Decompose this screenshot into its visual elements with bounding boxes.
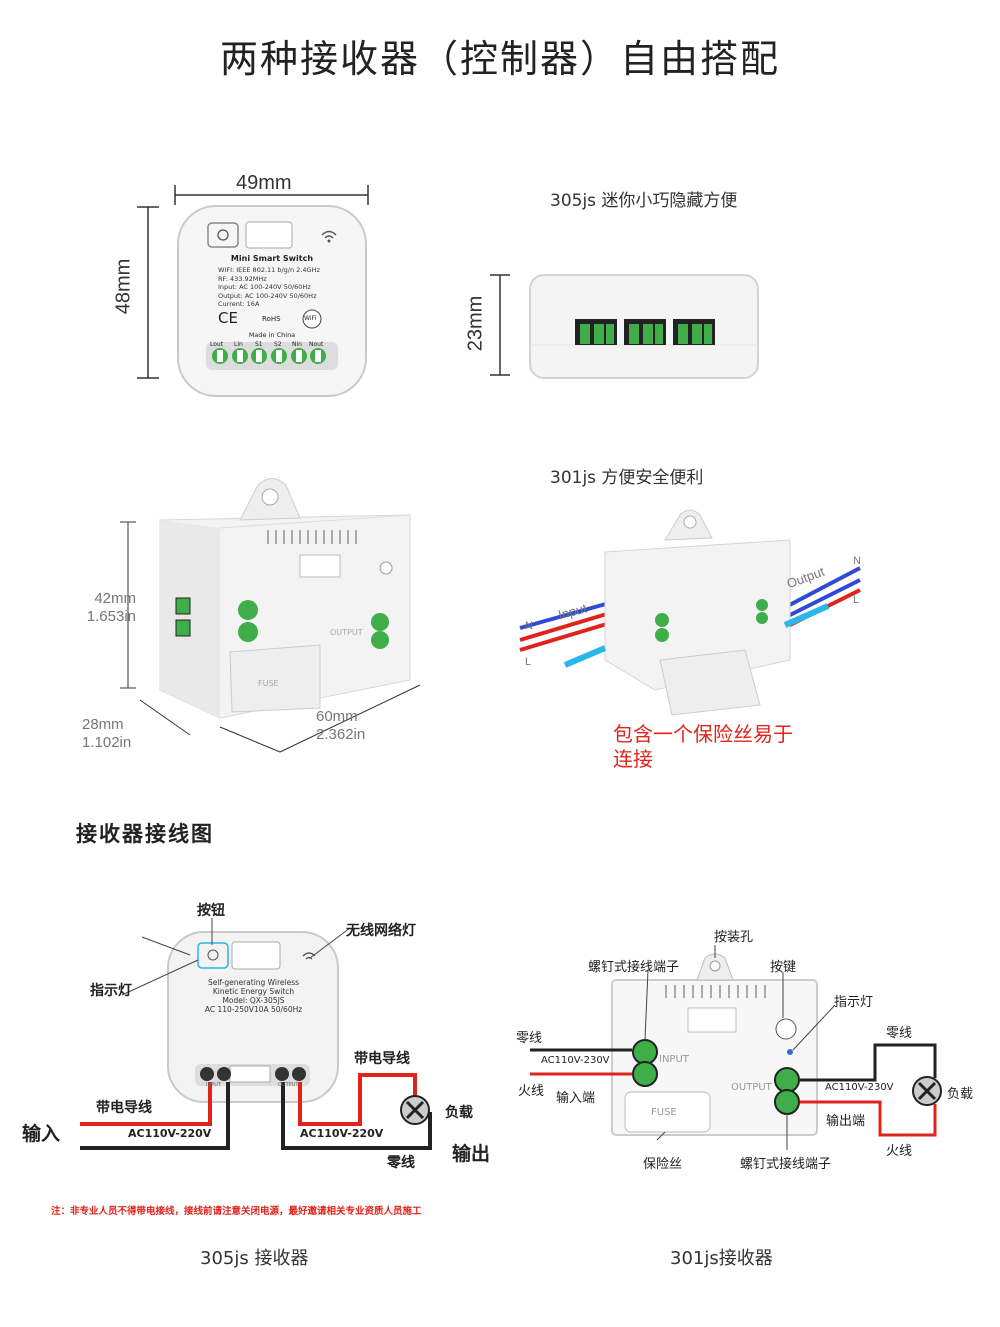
label-output-end: 输出端	[826, 1114, 866, 1129]
output-text-3d: OUTPUT	[330, 628, 363, 637]
device-305-front	[177, 205, 367, 397]
dim-305-height: 48mm	[112, 258, 135, 315]
label-live-right-301: 火线	[886, 1144, 913, 1159]
label-indicator-301: 指示灯	[834, 995, 874, 1010]
label-ac-right: AC110V-220V	[300, 1127, 384, 1140]
label-output: 输出	[452, 1143, 491, 1165]
label-wifi-light: 无线网络灯	[346, 923, 416, 939]
fuse-text-3d: FUSE	[258, 679, 279, 688]
n-label-right: N	[853, 555, 861, 567]
dim-305-depth: 23mm	[464, 295, 487, 352]
label-neutral-left-301: 零线	[516, 1031, 543, 1046]
wiring-305-diagram	[80, 918, 432, 1150]
label-screw-top: 螺钉式接线端子	[588, 960, 680, 975]
label-305-wiring-specs: Self-generating Wireless Kinetic Energy …	[204, 978, 303, 1014]
caption-301: 301js 方便安全便利	[550, 468, 704, 488]
made-in: Made in China	[248, 331, 296, 339]
label-live-left-301: 火线	[518, 1084, 545, 1099]
label-neutral-305: 零线	[387, 1155, 415, 1171]
warning-note: 注：非专业人员不得带电接线，接线前请注意关闭电源，最好邀请相关专业资质人员施工	[51, 1206, 422, 1217]
wiring-301-diagram	[530, 945, 942, 1150]
label-305-name: Mini Smart Switch	[230, 254, 314, 263]
fuse-port-301: FUSE	[651, 1107, 677, 1118]
label-input-end: 输入端	[556, 1091, 596, 1106]
device-301-wired	[519, 509, 861, 716]
bottom-caption-301: 301js接收器	[670, 1248, 773, 1269]
label-load-301: 负载	[947, 1087, 974, 1102]
wifi-logo: WiFi	[304, 315, 317, 322]
l-label-left: L	[525, 656, 532, 668]
label-load-305: 负载	[445, 1105, 473, 1121]
output-port-301: OUTPUT	[731, 1082, 772, 1093]
page-title: 两种接收器（控制器）自由搭配	[219, 37, 780, 81]
label-live-left: 带电导线	[96, 1100, 152, 1116]
label-fuse: 保险丝	[643, 1157, 683, 1172]
wiring-section-title: 接收器接线图	[76, 822, 214, 846]
n-label-left: N	[525, 620, 533, 632]
ce-mark: CE	[218, 309, 238, 327]
device-301-3d	[120, 478, 421, 753]
label-key: 按键	[770, 960, 797, 975]
fuse-note: 包含一个保险丝易于连接	[613, 722, 793, 771]
label-button: 按钮	[197, 903, 225, 919]
label-screw-bottom: 螺钉式接线端子	[740, 1157, 832, 1172]
label-ac-left-301: AC110V-230V	[541, 1055, 610, 1066]
rohs-mark: RoHS	[262, 315, 281, 323]
label-mount-hole: 按装孔	[714, 930, 754, 945]
input-port-305: INPUT	[206, 1082, 221, 1088]
dim-305-width: 49mm	[236, 172, 292, 194]
label-ac-right-301: AC110V-230V	[825, 1082, 894, 1093]
device-305-side	[529, 274, 759, 379]
label-live-right: 带电导线	[354, 1051, 410, 1067]
label-input: 输入	[22, 1123, 61, 1145]
l-label-right: L	[853, 594, 860, 606]
caption-305: 305js 迷你小巧隐藏方便	[550, 191, 738, 211]
label-305-specs: WIFI: IEEE 802.11 b/g/n 2.4GHz RF: 433.9…	[218, 266, 320, 308]
bottom-caption-305: 305js 接收器	[200, 1248, 309, 1269]
input-port-301: INPUT	[659, 1054, 689, 1065]
label-indicator: 指示灯	[90, 983, 132, 999]
label-ac-left: AC110V-220V	[128, 1127, 212, 1140]
output-port-305: OUTPUT	[278, 1082, 299, 1088]
label-neutral-right-301: 零线	[886, 1026, 913, 1041]
